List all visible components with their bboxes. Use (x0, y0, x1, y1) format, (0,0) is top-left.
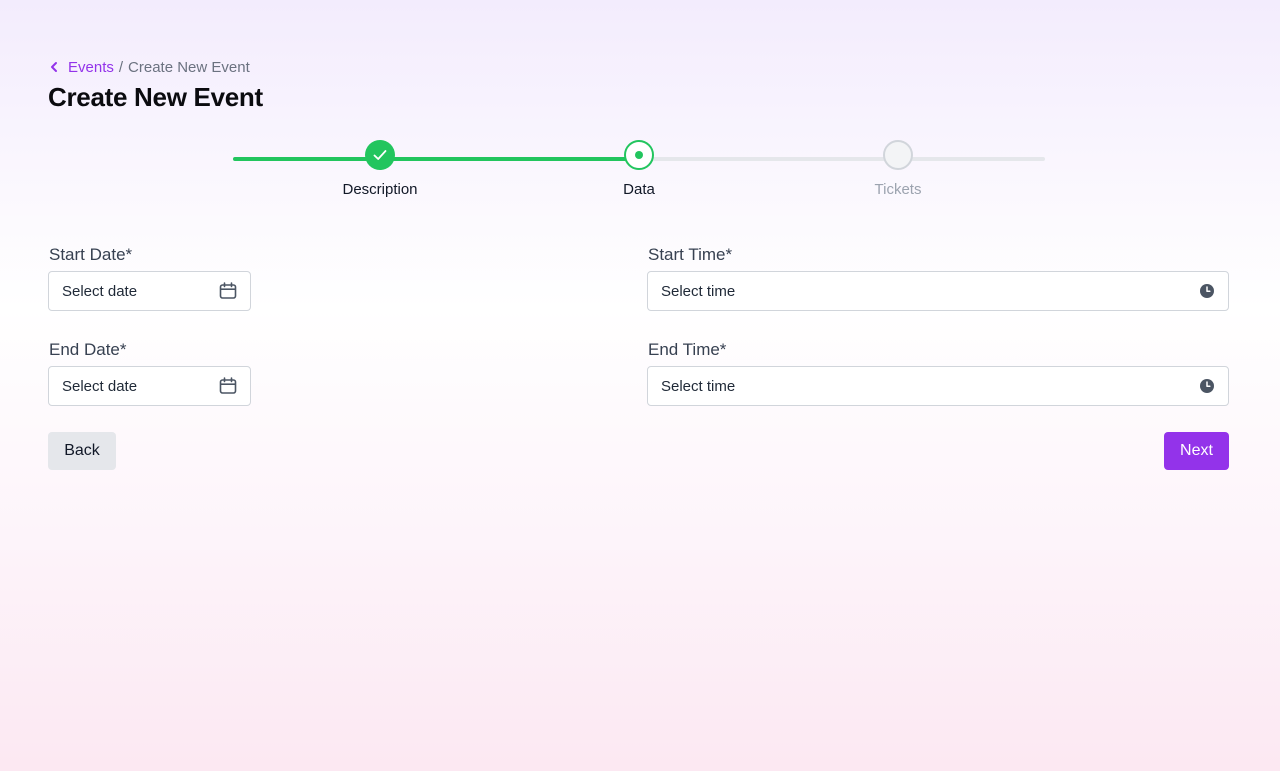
chevron-left-icon[interactable] (49, 60, 63, 74)
back-button[interactable]: Back (48, 432, 116, 470)
start-date-input[interactable]: Select date (48, 271, 251, 311)
step-label: Tickets (874, 181, 922, 198)
start-time-placeholder: Select time (661, 282, 736, 300)
end-date-label: End Date* (49, 340, 127, 359)
end-time-placeholder: Select time (661, 377, 736, 395)
start-time-input[interactable]: Select time (647, 271, 1229, 311)
breadcrumb-events-link[interactable]: Events (68, 58, 114, 76)
step-label: Data (623, 181, 655, 198)
step-data[interactable]: Data (559, 140, 719, 198)
next-button[interactable]: Next (1164, 432, 1229, 470)
check-icon (365, 140, 395, 170)
end-time-input[interactable]: Select time (647, 366, 1229, 406)
breadcrumb-separator: / (118, 58, 124, 76)
breadcrumb: Events / Create New Event (49, 57, 250, 77)
step-description[interactable]: Description (300, 140, 460, 198)
start-time-label: Start Time* (648, 245, 733, 264)
end-date-input[interactable]: Select date (48, 366, 251, 406)
calendar-icon[interactable] (219, 282, 237, 300)
step-label: Description (342, 181, 418, 198)
end-date-placeholder: Select date (62, 377, 138, 395)
start-date-label: Start Date* (49, 245, 133, 264)
page-title: Create New Event (48, 82, 263, 112)
breadcrumb-current: Create New Event (128, 58, 250, 76)
pending-step-circle-icon (883, 140, 913, 170)
active-step-dot-icon (624, 140, 654, 170)
clock-icon[interactable] (1199, 283, 1215, 299)
step-tickets[interactable]: Tickets (818, 140, 978, 198)
start-date-placeholder: Select date (62, 282, 138, 300)
end-time-label: End Time* (648, 340, 727, 359)
calendar-icon[interactable] (219, 377, 237, 395)
clock-icon[interactable] (1199, 378, 1215, 394)
